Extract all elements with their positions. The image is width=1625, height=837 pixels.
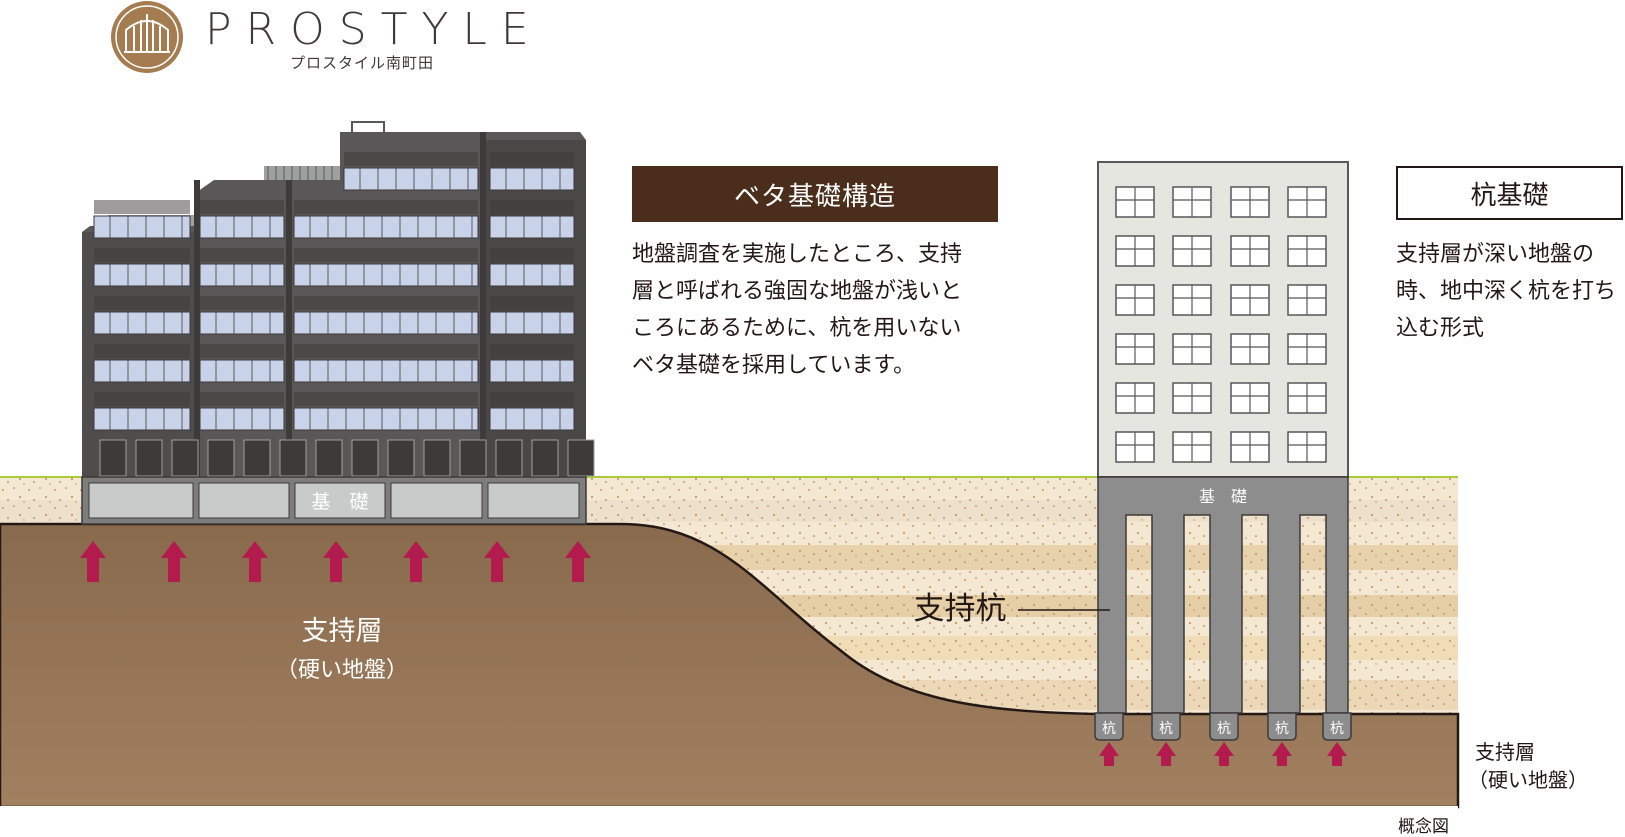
pile-tip — [1322, 712, 1352, 741]
bearing-layer-right-sublabel: （硬い地盤） — [1468, 768, 1588, 792]
ground-door — [495, 439, 523, 477]
up-arrow-icon — [1272, 742, 1292, 766]
up-arrow-icon — [161, 541, 187, 582]
ground-door — [207, 439, 235, 477]
balcony-glass — [293, 407, 479, 431]
concept-diagram-note: 概念図 — [1398, 817, 1449, 837]
pile-label: 杭 — [1159, 721, 1173, 737]
balcony-glass — [489, 263, 575, 287]
bearing-layer — [0, 522, 1460, 809]
bearing-layer-right-label: 支持層 — [1475, 740, 1535, 764]
ground-door — [99, 439, 127, 477]
up-arrow-icon — [80, 541, 106, 582]
balcony-glass — [489, 407, 575, 431]
pile-building — [1097, 161, 1349, 714]
ground-door — [531, 439, 559, 477]
up-arrow-icon — [403, 541, 429, 582]
brand-wordmark: PROSTYLE — [205, 4, 543, 55]
prostyle-logo-icon — [111, 1, 183, 73]
pile-label: 杭 — [1102, 721, 1116, 737]
mat-foundation-description: 地盤調査を実施したところ、支持 層と呼ばれる強固な地盤が浅いと ころにあるために… — [632, 242, 963, 378]
up-arrow-icon — [565, 541, 591, 582]
ground-door — [315, 439, 343, 477]
pile-label: 杭 — [1330, 721, 1344, 737]
foundation-label: 基 礎 — [311, 491, 368, 513]
balcony-glass — [199, 407, 285, 431]
balcony-glass — [93, 263, 191, 287]
balcony-glass — [343, 167, 479, 191]
pile-tip — [1151, 712, 1181, 741]
ground-door — [171, 439, 199, 477]
pile-tip — [1209, 712, 1239, 741]
pile-foundation-description: 支持層が深い地盤の 時、地中深く杭を打ち 込む形式 — [1396, 242, 1617, 341]
up-arrow-icon — [1099, 742, 1119, 766]
up-arrow-icon — [1156, 742, 1176, 766]
pile-arrows — [1099, 742, 1347, 766]
bearing-layer-label: 支持層 — [302, 616, 383, 647]
support-pile-label: 支持杭 — [914, 591, 1007, 627]
balcony-glass — [93, 407, 191, 431]
balcony-glass — [293, 359, 479, 383]
balcony-glass — [489, 167, 575, 191]
balcony-glass — [489, 359, 575, 383]
balcony-glass — [489, 215, 575, 239]
pile-tip — [1267, 712, 1297, 741]
pile-label: 杭 — [1275, 721, 1289, 737]
balcony-glass — [93, 311, 191, 335]
ground-door — [279, 439, 307, 477]
pile-foundation-heading: 杭基礎 — [1396, 166, 1623, 220]
balcony-glass — [489, 311, 575, 335]
up-arrow-icon — [323, 541, 349, 582]
ground-door — [387, 439, 415, 477]
balcony-glass — [199, 359, 285, 383]
bearing-layer-sublabel: （硬い地盤） — [276, 658, 408, 683]
ground-door — [351, 439, 379, 477]
pile-label: 杭 — [1217, 721, 1231, 737]
brand-subtitle: プロスタイル南町田 — [290, 54, 435, 72]
up-arrow-icon — [242, 541, 268, 582]
balcony-glass — [199, 215, 285, 239]
up-arrow-icon — [484, 541, 510, 582]
balcony-glass — [93, 215, 191, 239]
up-arrow-icon — [1327, 742, 1347, 766]
balcony-glass — [199, 263, 285, 287]
ground-door — [135, 439, 163, 477]
balcony-glass — [293, 215, 479, 239]
bearing-arrows — [80, 541, 591, 582]
balcony-glass — [293, 263, 479, 287]
mat-foundation — [81, 476, 587, 525]
ground-door — [243, 439, 271, 477]
balcony-glass — [93, 359, 191, 383]
balcony-glass — [199, 311, 285, 335]
balcony-glass — [293, 311, 479, 335]
ground-door — [459, 439, 487, 477]
apartment-building — [82, 121, 595, 477]
foundation-label-right: 基 礎 — [1199, 487, 1247, 506]
ground-door — [567, 439, 595, 477]
ground-door — [423, 439, 451, 477]
pile-tip — [1094, 712, 1124, 741]
mat-foundation-heading: ベタ基礎構造 — [632, 166, 998, 222]
pile-tips: 杭杭杭杭杭 — [1094, 712, 1352, 741]
up-arrow-icon — [1214, 742, 1234, 766]
